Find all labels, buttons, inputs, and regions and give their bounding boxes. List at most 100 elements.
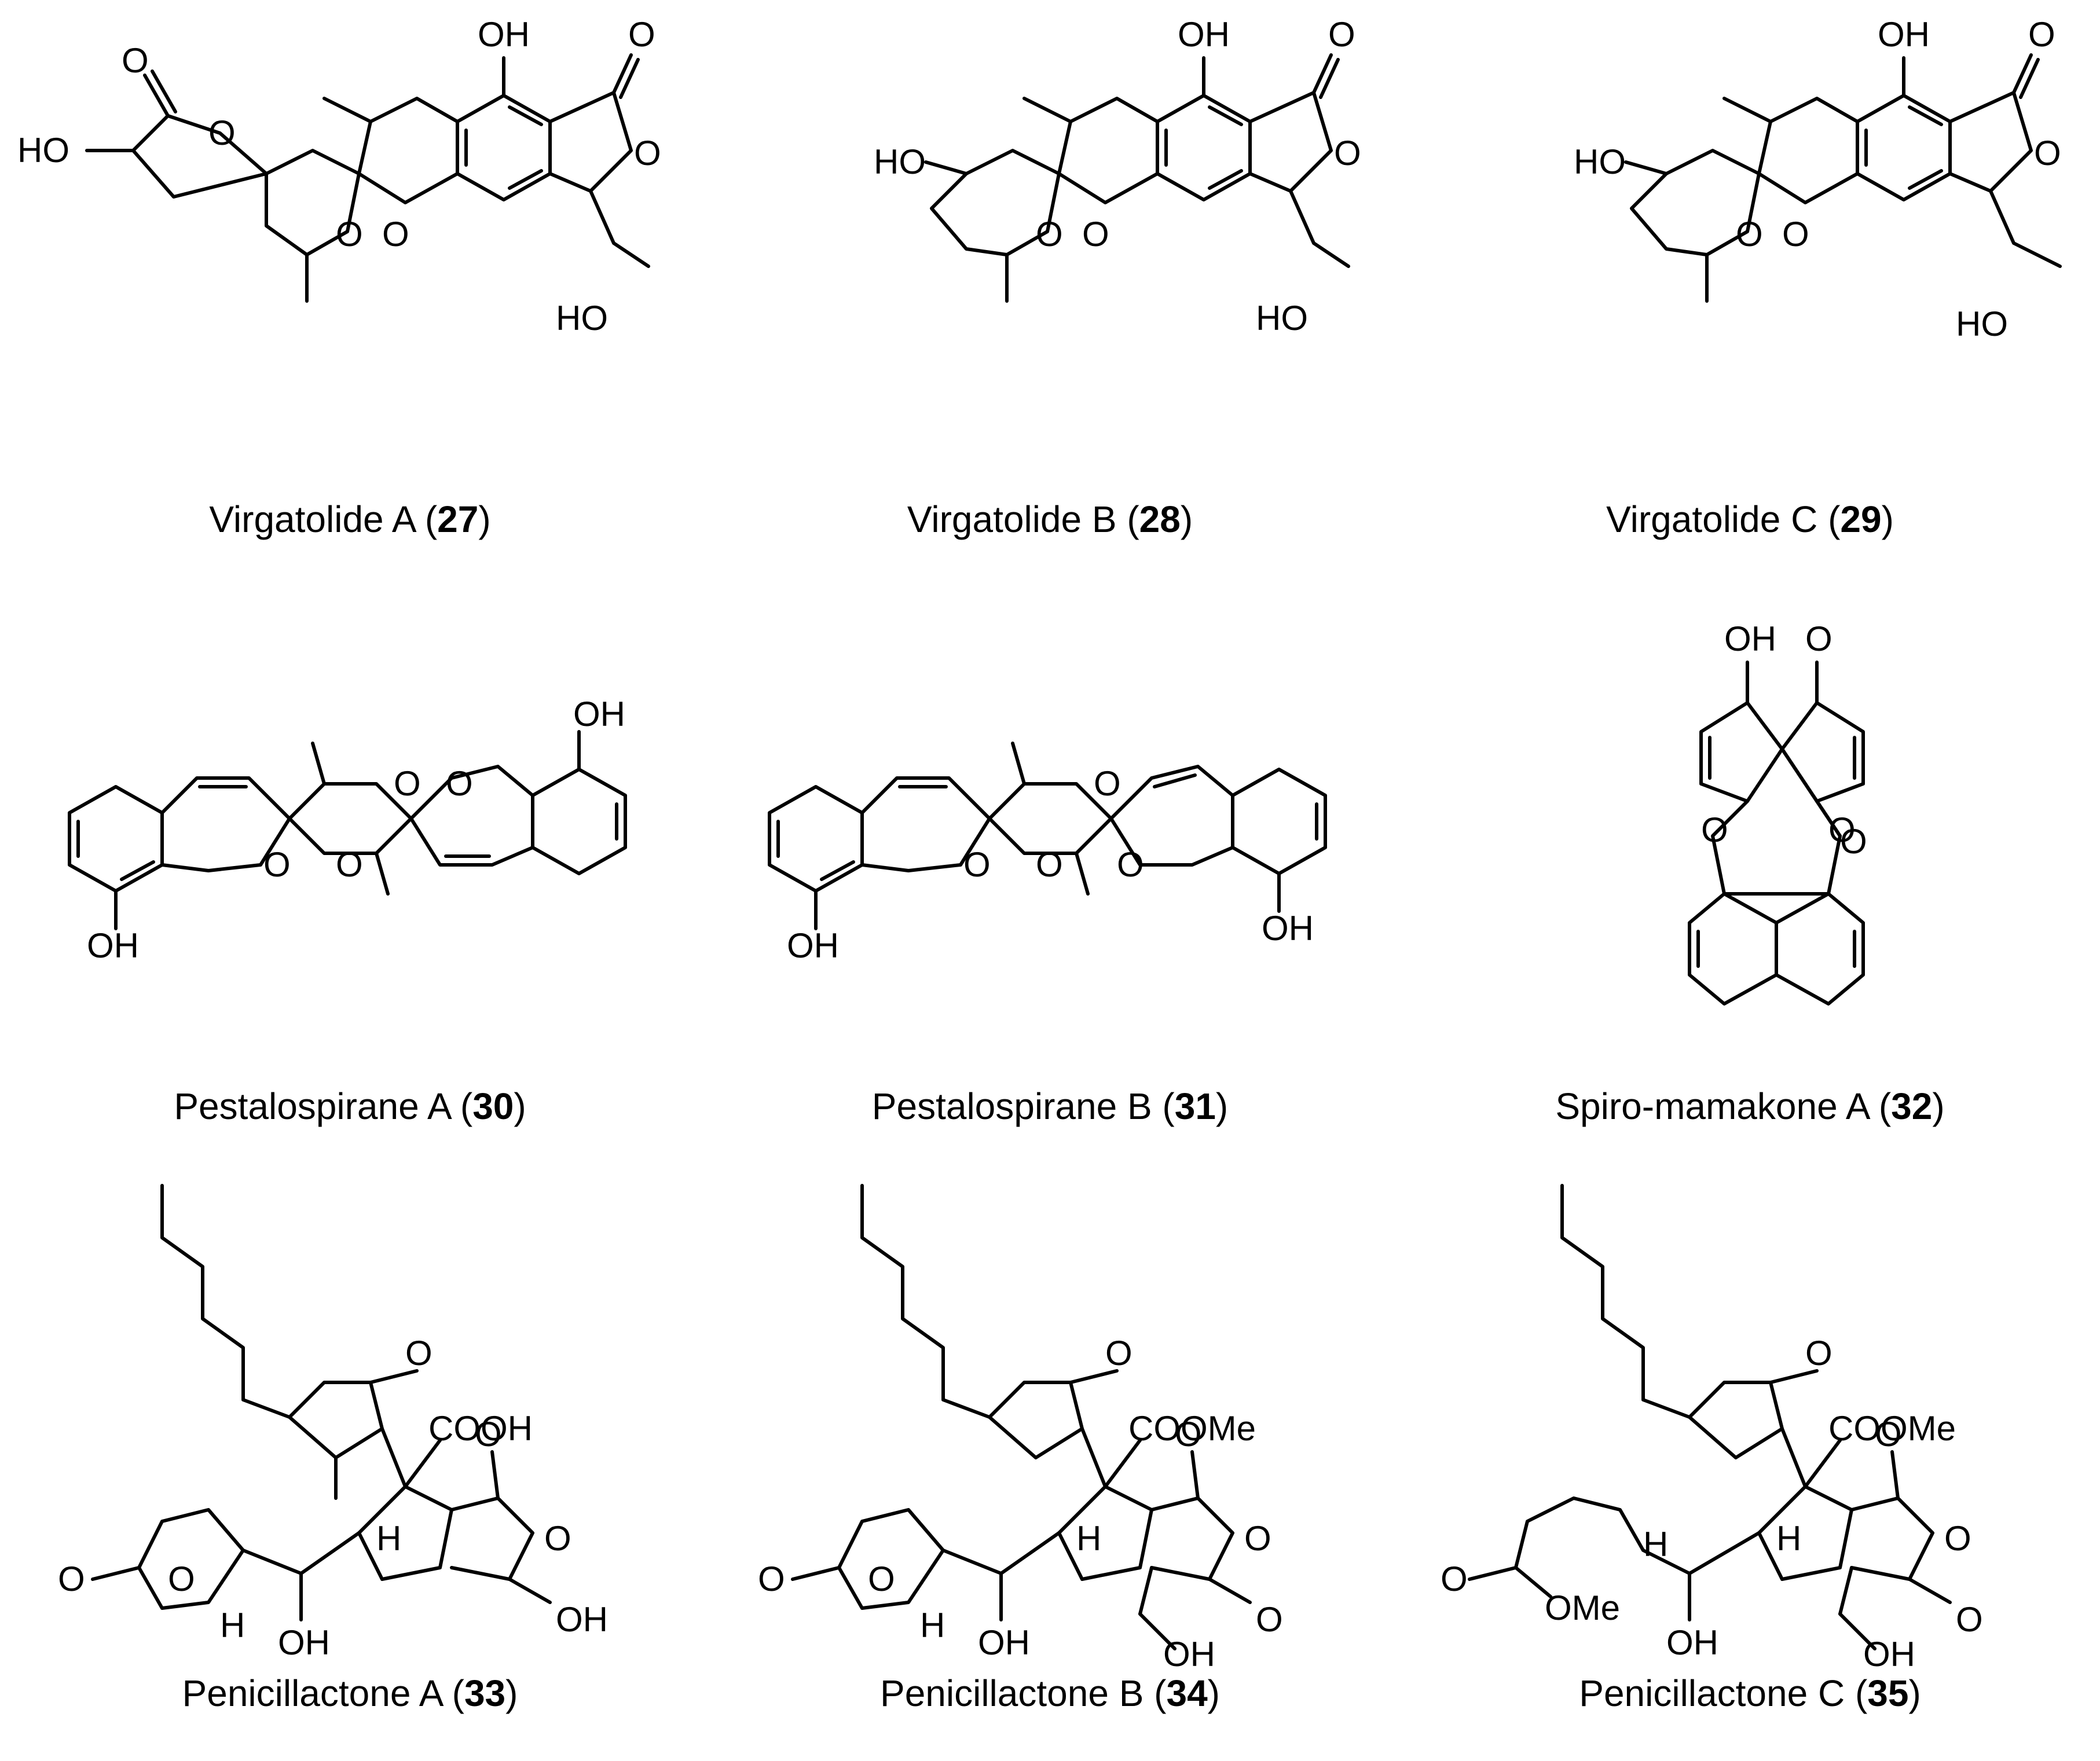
compound-panel-30: OH O O O O OH Pestalospirane A (30): [0, 587, 700, 1174]
atom-label: O: [1805, 1334, 1833, 1373]
atom-label: O: [1036, 215, 1063, 254]
compound-name: Virgatolide B: [907, 498, 1117, 540]
atom-label: HO: [1956, 304, 2008, 343]
atom-label: OH: [556, 1600, 608, 1639]
atom-label: HO: [556, 299, 608, 337]
compound-number: 35: [1867, 1672, 1909, 1714]
compound-panel-31: OH O O O O OH Pestalospirane B (31): [700, 587, 1400, 1174]
atom-label: O: [382, 215, 409, 254]
atom-label: O: [1328, 15, 1355, 54]
structure-pestalospirane-a: OH O O O O OH: [68, 695, 627, 965]
compound-panel-32: OH O O O O Spiro-mamakone A (32): [1400, 587, 2100, 1174]
atom-label: OH: [278, 1623, 330, 1662]
compound-caption: Spiro-mamakone A (32): [1555, 1085, 1945, 1127]
compound-name: Penicillactone A: [182, 1672, 442, 1714]
atom-label: O: [1805, 619, 1833, 658]
atom-label: HO: [874, 142, 926, 181]
compound-panel-28: OH O O O O HO HO Virgatolide B (28): [700, 0, 1400, 587]
structure-spiro-mamakone-a: OH O O O O: [1688, 619, 1867, 1006]
atom-label: OH: [1878, 15, 1930, 54]
atom-label: O: [963, 845, 991, 884]
atom-label: HO: [1574, 142, 1626, 181]
compound-panel-33: O COOH O O OH H H OH O O Penicillactone …: [0, 1174, 700, 1761]
compound-panel-34: O COOMe O O O H H OH OH O O Penicillacto…: [700, 1174, 1400, 1761]
atom-label: OH: [87, 926, 139, 965]
atom-label: O: [2028, 15, 2055, 54]
atom-label: COOMe: [1828, 1409, 1956, 1448]
structure-penicillactone-a: O COOH O O OH H H OH O O: [58, 1184, 608, 1662]
compound-number: 30: [472, 1085, 514, 1127]
atom-label: O: [1736, 215, 1763, 254]
compound-number: 29: [1840, 498, 1882, 540]
atom-label: O: [1244, 1519, 1271, 1558]
atom-label: O: [475, 1415, 502, 1454]
compound-number: 31: [1174, 1085, 1216, 1127]
structure-virgatolide-b: OH O O O O HO HO: [874, 15, 1361, 337]
compound-caption: Virgatolide A (27): [209, 498, 491, 540]
atom-label: O: [1036, 845, 1063, 884]
compound-number: 33: [464, 1672, 506, 1714]
atom-label: O: [868, 1560, 895, 1598]
atom-label: O: [634, 134, 661, 173]
atom-label: HO: [17, 131, 69, 170]
structure-penicillactone-c: O COOMe O O O H H OH OH O OMe: [1441, 1184, 1983, 1672]
atom-label: OH: [1178, 15, 1230, 54]
atom-label: OH: [1163, 1635, 1215, 1672]
compound-name: Penicillactone B: [880, 1672, 1144, 1714]
compound-panel-29: OH O O O O HO HO Virgatolide C (29): [1400, 0, 2100, 587]
structure-penicillactone-b: O COOMe O O O H H OH OH O O: [758, 1184, 1283, 1672]
compound-caption: Virgatolide C (29): [1606, 498, 1894, 540]
compound-caption: Virgatolide B (28): [907, 498, 1193, 540]
atom-label: O: [2034, 134, 2061, 173]
atom-label: O: [1082, 215, 1109, 254]
structure-virgatolide-a: OH O O O O O O HO HO: [17, 15, 661, 337]
atom-label: OH: [1262, 909, 1314, 948]
atom-label: O: [758, 1560, 785, 1598]
atom-label: O: [394, 764, 421, 803]
compound-caption: Pestalospirane A (30): [174, 1085, 526, 1127]
atom-label: H: [1643, 1525, 1668, 1564]
compound-caption: Penicillactone A (33): [182, 1672, 518, 1714]
compound-name: Penicillactone C: [1579, 1672, 1845, 1714]
compound-number: 28: [1139, 498, 1181, 540]
compound-caption: Pestalospirane B (31): [871, 1085, 1229, 1127]
atom-label: H: [1076, 1519, 1101, 1558]
atom-label: O: [1175, 1415, 1202, 1454]
compound-name: Virgatolide C: [1606, 498, 1818, 540]
atom-label: O: [1956, 1600, 1983, 1639]
atom-label: O: [122, 41, 149, 80]
atom-label: OH: [573, 695, 625, 733]
compound-panel-35: O COOMe O O O H H OH OH O OMe Penicillac…: [1400, 1174, 2100, 1761]
atom-label: OH: [787, 926, 839, 965]
atom-label: O: [544, 1519, 571, 1558]
atom-label: HO: [1256, 299, 1308, 337]
atom-label: OH: [1724, 619, 1776, 658]
atom-label: OH: [1863, 1635, 1915, 1672]
atom-label: O: [628, 15, 655, 54]
compound-name: Pestalospirane B: [871, 1085, 1152, 1127]
atom-label: O: [1840, 822, 1867, 861]
structure-pestalospirane-b: OH O O O O OH: [768, 742, 1327, 965]
atom-label: OMe: [1545, 1588, 1620, 1627]
atom-label: O: [336, 215, 363, 254]
compound-number: 32: [1891, 1085, 1933, 1127]
compound-name: Spiro-mamakone A: [1555, 1085, 1869, 1127]
atom-label: O: [1782, 215, 1809, 254]
atom-label: H: [1776, 1519, 1801, 1558]
atom-label: H: [376, 1519, 401, 1558]
compound-name: Pestalospirane A: [174, 1085, 450, 1127]
compound-number: 34: [1166, 1672, 1208, 1714]
atom-label: O: [1117, 845, 1144, 884]
atom-label: O: [1105, 1334, 1133, 1373]
atom-label: O: [1094, 764, 1121, 803]
compound-number: 27: [437, 498, 479, 540]
atom-label: O: [446, 764, 473, 803]
atom-label: O: [1875, 1415, 1902, 1454]
atom-label: OH: [978, 1623, 1030, 1662]
compound-panel-27: OH O O O O O O HO HO Virgatolide A (27): [0, 0, 700, 587]
atom-label: H: [220, 1606, 245, 1645]
atom-label: OH: [1666, 1623, 1718, 1662]
atom-label: O: [1256, 1600, 1283, 1639]
atom-label: H: [920, 1606, 945, 1645]
